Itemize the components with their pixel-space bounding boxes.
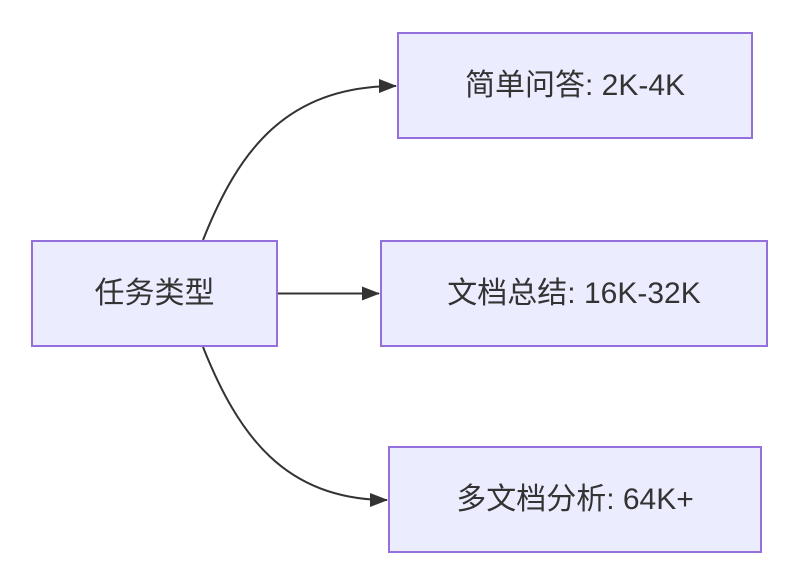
node-simple-qa: 简单问答: 2K-4K bbox=[397, 32, 753, 139]
node-doc-summary: 文档总结: 16K-32K bbox=[380, 240, 768, 347]
edge-root-to-simple-qa bbox=[202, 79, 397, 241]
node-multi-doc: 多文档分析: 64K+ bbox=[388, 446, 762, 553]
node-doc-summary-label: 文档总结: 16K-32K bbox=[447, 276, 701, 310]
node-task-type-label: 任务类型 bbox=[94, 276, 215, 310]
node-task-type: 任务类型 bbox=[31, 240, 278, 347]
edge-root-to-multi-doc bbox=[202, 346, 388, 507]
node-multi-doc-label: 多文档分析: 64K+ bbox=[456, 482, 694, 516]
node-simple-qa-label: 简单问答: 2K-4K bbox=[464, 68, 686, 102]
